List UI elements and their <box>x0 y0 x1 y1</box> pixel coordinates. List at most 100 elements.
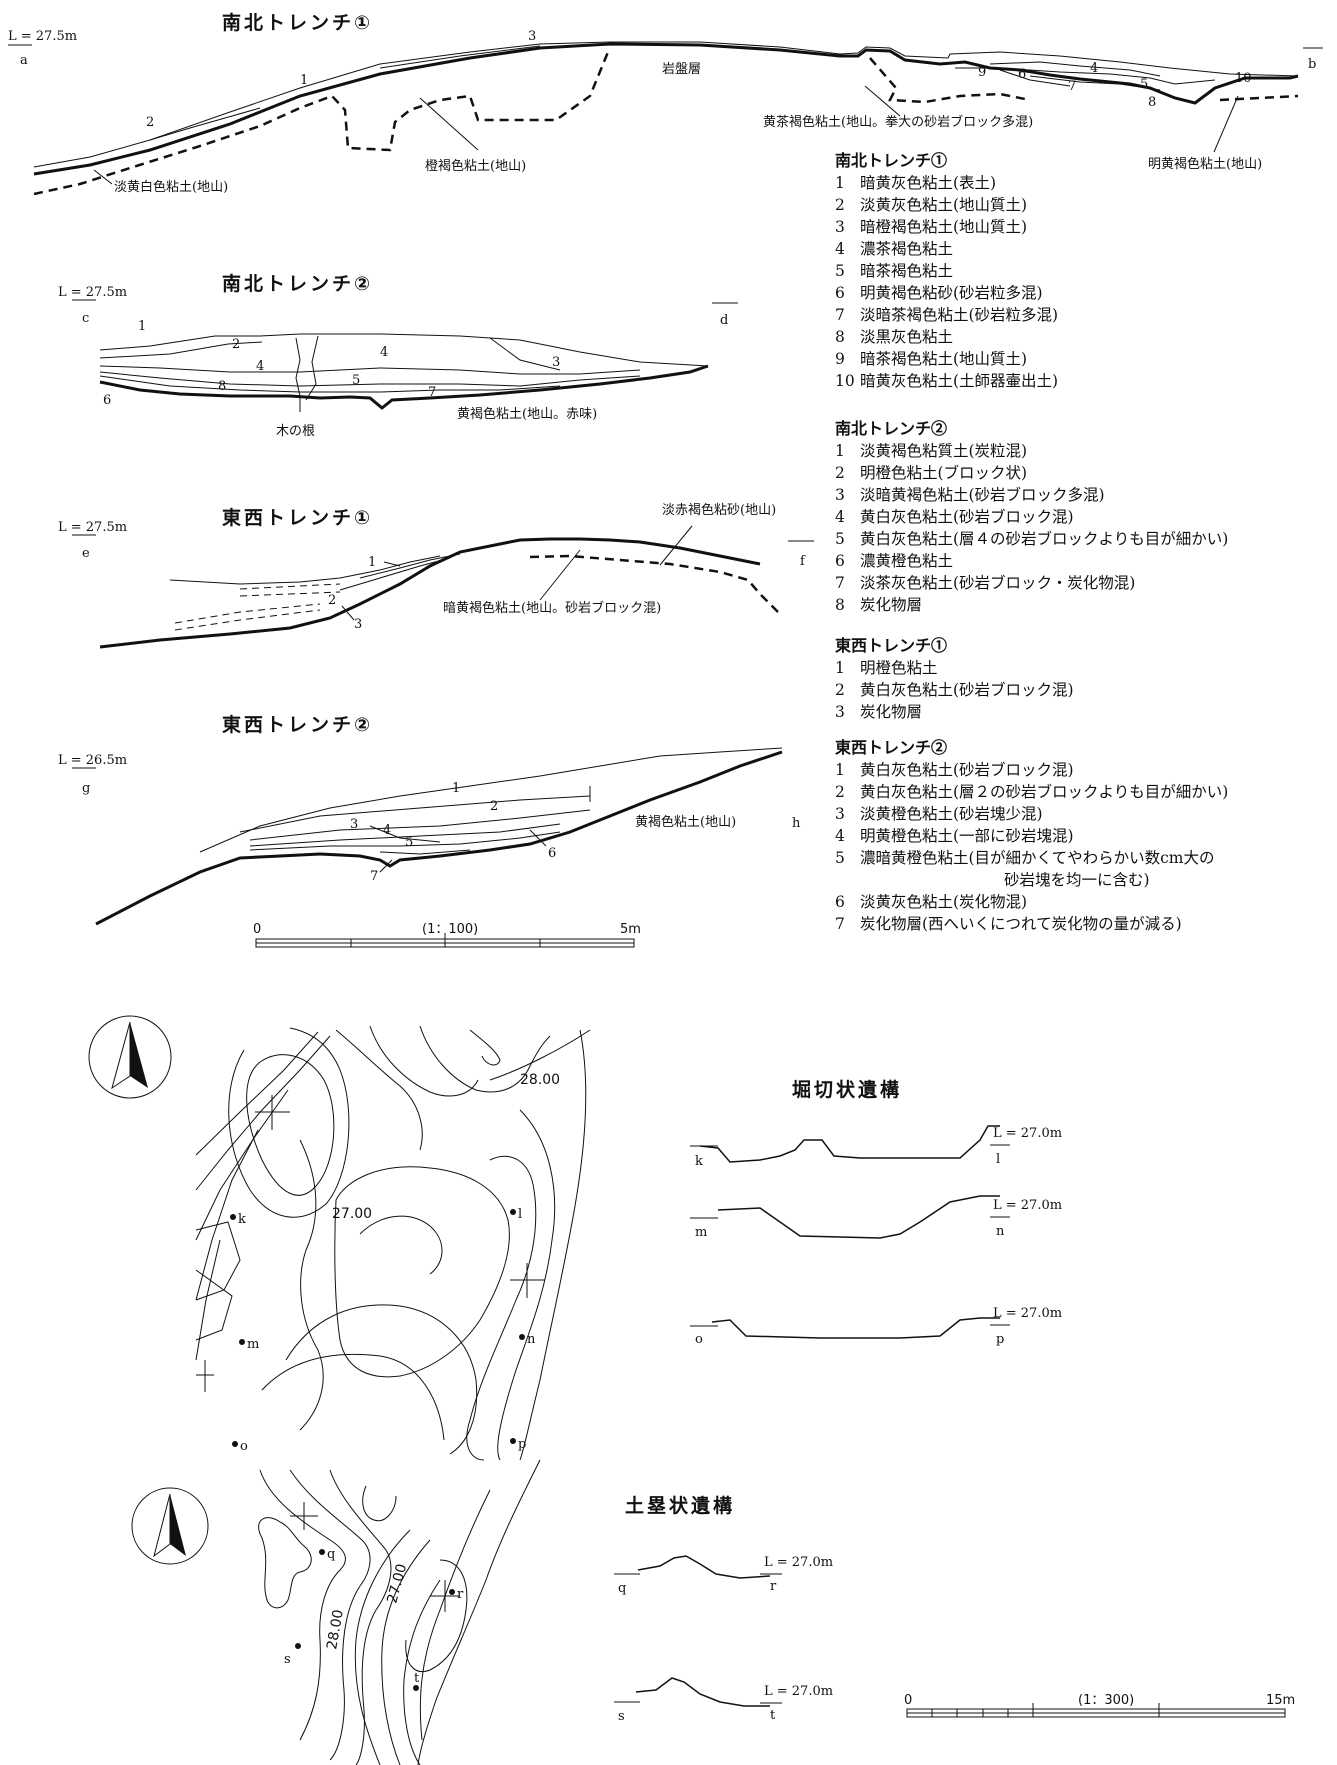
legend-item-number: 4 <box>835 827 845 845</box>
profile-right-mark: p <box>996 1332 1004 1347</box>
profile-right-mark: r <box>770 1579 777 1594</box>
profile-right-mark: t <box>770 1708 776 1723</box>
ground-line <box>99 537 761 649</box>
survey-point <box>239 1339 245 1345</box>
survey-point <box>230 1214 236 1220</box>
contour-line <box>259 1469 346 1741</box>
outline <box>258 1517 312 1609</box>
legend-item-text: 暗橙褐色粘土(地山質土) <box>860 218 1027 236</box>
section-ew1: 東西トレンチ① L = 27.5m e f 淡赤褐色粘砂(地山) 暗黄褐色粘土(… <box>58 502 814 649</box>
contour-line <box>334 1166 510 1378</box>
scale-end: 15m <box>1266 1693 1295 1708</box>
root <box>305 335 319 401</box>
section-ns2-level: L = 27.5m <box>58 285 127 300</box>
layer-number: 1 <box>368 555 376 570</box>
point-label: r <box>457 1587 464 1602</box>
contour-line <box>329 1469 392 1765</box>
label-yellow-brown-clay: 黄茶褐色粘土(地山。拳大の砂岩ブロック多混) <box>763 114 1033 130</box>
label-light-red-brown: 淡赤褐色粘砂(地山) <box>662 502 776 518</box>
contour-line <box>369 1025 479 1097</box>
contour-line <box>285 1304 478 1455</box>
profile-level: L = 27.0m <box>993 1306 1062 1321</box>
layer-line <box>169 555 441 585</box>
layer-number: 8 <box>218 379 226 394</box>
legend-item-number: 3 <box>835 486 845 504</box>
contour-line <box>419 1025 551 1093</box>
layer-line <box>99 371 641 387</box>
legend-item-number: 6 <box>835 552 845 570</box>
legend-item-number: 7 <box>835 915 845 933</box>
section-ns1: 南北トレンチ① L = 27.5m a b 1 2 3 4 5 6 7 8 9 … <box>8 12 1323 196</box>
label-root: 木の根 <box>276 424 315 439</box>
legend-item-text: 暗茶褐色粘土(地山質土) <box>860 350 1027 368</box>
legend-item-text: 淡黄橙色粘土(砂岩塊少混) <box>860 805 1043 823</box>
scale-ratio: (1：100) <box>422 922 478 937</box>
label-yellow-brown-clay: 黄褐色粘土(地山。赤味) <box>457 406 597 422</box>
contour-line <box>289 1469 371 1761</box>
contour-line <box>466 1155 537 1461</box>
legend-item-text: 炭化物層 <box>860 703 922 721</box>
label-dark-yellow-brown: 暗黄褐色粘土(地山。砂岩ブロック混) <box>443 600 661 616</box>
section-ew2-right-mark: h <box>792 816 801 831</box>
survey-point <box>510 1438 516 1444</box>
layer-dashed <box>174 609 321 631</box>
legend-item-number: 8 <box>835 596 845 614</box>
legend-item-number: 8 <box>835 328 845 346</box>
label-bedrock: 岩盤層 <box>662 62 701 77</box>
layer-number: 3 <box>552 355 560 370</box>
legend-item-text: 淡暗茶褐色粘土(砂岩粒多混) <box>860 306 1058 324</box>
profile-level: L = 27.0m <box>993 1198 1062 1213</box>
legend-item-text: 淡黄灰色粘土(炭化物混) <box>860 893 1027 911</box>
leader-line <box>659 525 693 566</box>
legend-item-text: 明橙色粘土 <box>860 659 938 677</box>
layer-number: 3 <box>350 817 358 832</box>
layer-line <box>249 823 561 847</box>
label-bright-yellow-brown-clay: 明黄褐色粘土(地山) <box>1148 156 1262 172</box>
contour-line <box>195 1269 233 1341</box>
profile-left-mark: q <box>618 1581 626 1596</box>
layer-number: 4 <box>256 359 264 374</box>
legend-item-text: 淡黒灰色粘土 <box>860 328 953 346</box>
survey-point <box>319 1549 325 1555</box>
scale-end: 5m <box>620 922 641 937</box>
legend-item-number: 2 <box>835 196 845 214</box>
legend-item-number: 4 <box>835 240 845 258</box>
contour-line <box>405 1559 468 1672</box>
label-orange-brown-clay: 橙褐色粘土(地山) <box>425 158 526 174</box>
contour-line <box>195 1239 221 1361</box>
layer-line <box>999 69 1071 87</box>
legend-item-text: 砂岩塊を均一に含む) <box>1004 871 1150 889</box>
layer-number: 5 <box>1140 77 1148 92</box>
layer-line <box>239 795 591 833</box>
layer-line <box>369 825 441 843</box>
profile-left-mark: m <box>695 1225 707 1240</box>
point-label: k <box>238 1212 246 1227</box>
boundary-dashed <box>33 51 610 196</box>
section-ns1-right-mark: b <box>1308 57 1316 72</box>
legend-item-number: 2 <box>835 681 845 699</box>
point-label: o <box>240 1439 248 1454</box>
ground-line <box>99 364 709 410</box>
north-arrow-icon <box>88 1015 172 1099</box>
contour-line <box>359 1215 443 1275</box>
layer-dashed <box>174 603 321 624</box>
section-ns2-right-mark: d <box>720 313 728 328</box>
ground-line <box>33 42 1299 176</box>
layer-line <box>99 375 561 393</box>
layer-number: 1 <box>300 73 308 88</box>
legend-item-number: 10 <box>835 372 855 390</box>
contour-line <box>195 1221 241 1301</box>
layer-number: 2 <box>328 593 336 608</box>
contour-line <box>195 1035 331 1191</box>
legend-item-number: 2 <box>835 464 845 482</box>
profile-line <box>699 1125 1000 1163</box>
layer-line <box>989 61 1161 77</box>
contour-line <box>469 1029 501 1066</box>
legend-item-text: 明黄橙色粘土(一部に砂岩塊混) <box>860 827 1074 845</box>
layer-line <box>359 553 461 579</box>
layer-number: 6 <box>1018 67 1026 82</box>
bank-profiles: 土塁状遺構 q L = 27.0m r s L = 27.0m t <box>614 1494 833 1724</box>
layer-line <box>149 107 261 141</box>
layer-number: 2 <box>232 337 240 352</box>
north-arrow-icon <box>131 1487 209 1565</box>
